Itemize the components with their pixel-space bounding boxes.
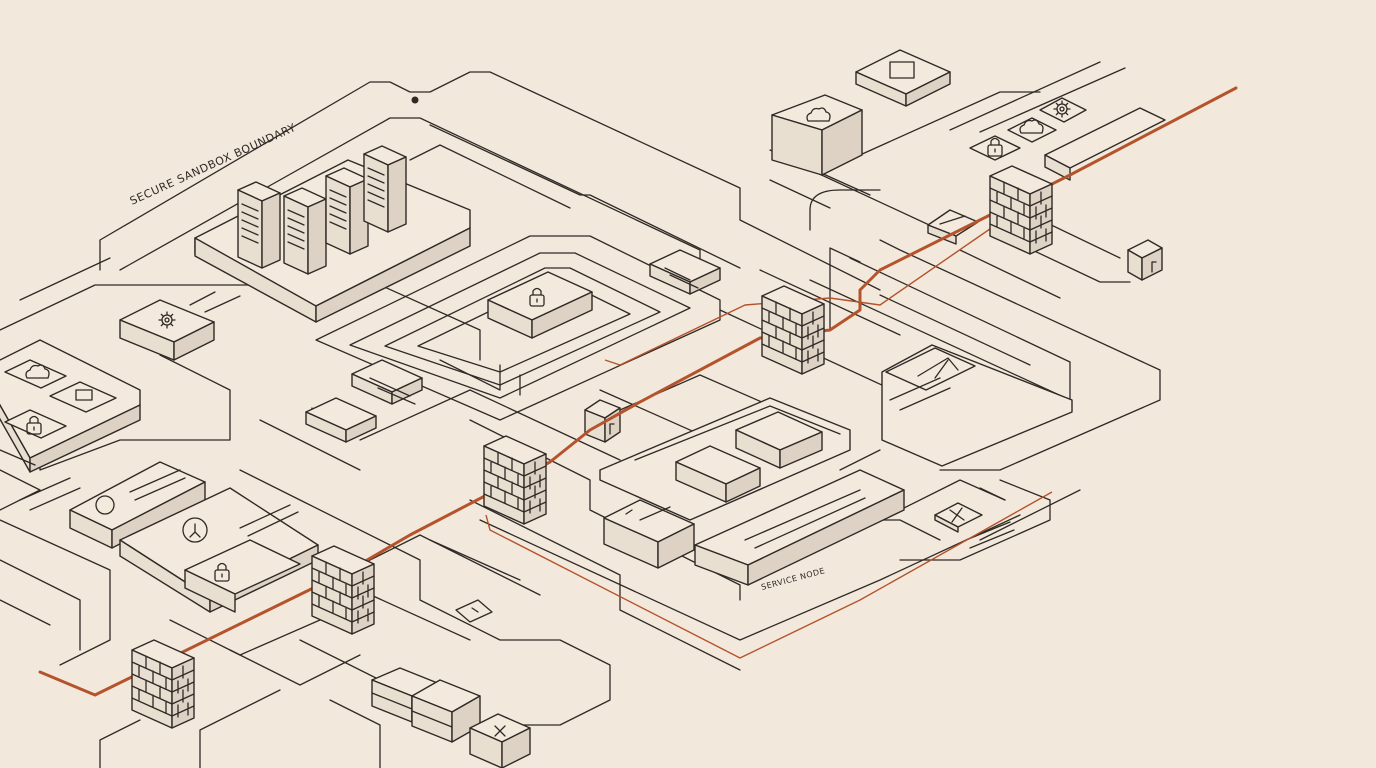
edge-router: [809, 189, 979, 245]
cloud-gateway: [771, 94, 863, 176]
shield-node: [934, 487, 1015, 549]
shield-icon: [949, 507, 965, 523]
storage-nodes: [371, 599, 531, 768]
router-node: [649, 249, 721, 295]
user-icon: [182, 517, 208, 543]
identity-stack: [0, 449, 319, 613]
firewall-icon: [311, 545, 375, 635]
key-node: [1127, 239, 1163, 281]
key-icon: [1151, 261, 1157, 273]
service-node: SERVICE NODE: [599, 397, 905, 592]
server-icon: [325, 167, 369, 255]
user-icon: [95, 495, 115, 515]
server-icon: [283, 187, 327, 275]
network-traces: [0, 61, 1161, 768]
monitor-icon: [75, 389, 93, 401]
tag-node: [584, 399, 621, 443]
firewall-icon: [761, 285, 825, 375]
junction-dot: [411, 96, 419, 104]
auth-tiles: [969, 97, 1166, 181]
server-icon: [363, 145, 407, 233]
router-node: [305, 397, 377, 443]
config-node: [119, 291, 241, 361]
server-cluster: [194, 145, 471, 323]
server-icon: [237, 181, 281, 269]
monitor-node: [855, 49, 951, 107]
secure-enclave: [315, 235, 721, 421]
firewall-icon: [483, 435, 547, 525]
firewall-icon: [989, 165, 1053, 255]
firewall-icon: [131, 639, 195, 729]
monitor-icon: [889, 61, 915, 79]
left-app-panel: [0, 339, 141, 473]
right-platform: [881, 344, 1073, 467]
